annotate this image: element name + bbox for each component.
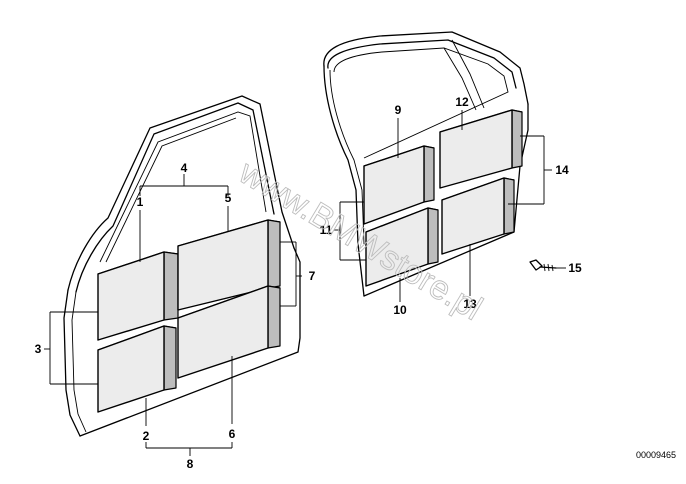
callout-14: 14 — [555, 163, 569, 177]
callout-9: 9 — [395, 103, 402, 117]
callout-3: 3 — [35, 342, 42, 356]
callout-6: 6 — [229, 427, 236, 441]
pad-2 — [97, 325, 177, 413]
leader-lines — [44, 110, 566, 456]
callout-1: 1 — [137, 195, 144, 209]
callout-5: 5 — [225, 191, 232, 205]
callout-15: 15 — [568, 261, 582, 275]
front-door — [63, 95, 301, 437]
pad-10 — [365, 207, 439, 287]
pad-5 — [177, 219, 281, 311]
pad-9 — [363, 145, 435, 225]
callout-12: 12 — [455, 95, 469, 109]
pad-6 — [177, 285, 281, 379]
pad-13 — [441, 177, 515, 255]
screw-icon — [529, 259, 557, 272]
callout-2: 2 — [143, 429, 150, 443]
callout-10: 10 — [393, 303, 407, 317]
callout-7: 7 — [309, 269, 316, 283]
document-number: 00009465 — [636, 450, 676, 460]
callout-11: 11 — [320, 223, 333, 237]
callout-8: 8 — [187, 457, 194, 471]
callout-13: 13 — [463, 297, 477, 311]
callout-4: 4 — [181, 161, 188, 175]
pad-12 — [439, 109, 523, 189]
